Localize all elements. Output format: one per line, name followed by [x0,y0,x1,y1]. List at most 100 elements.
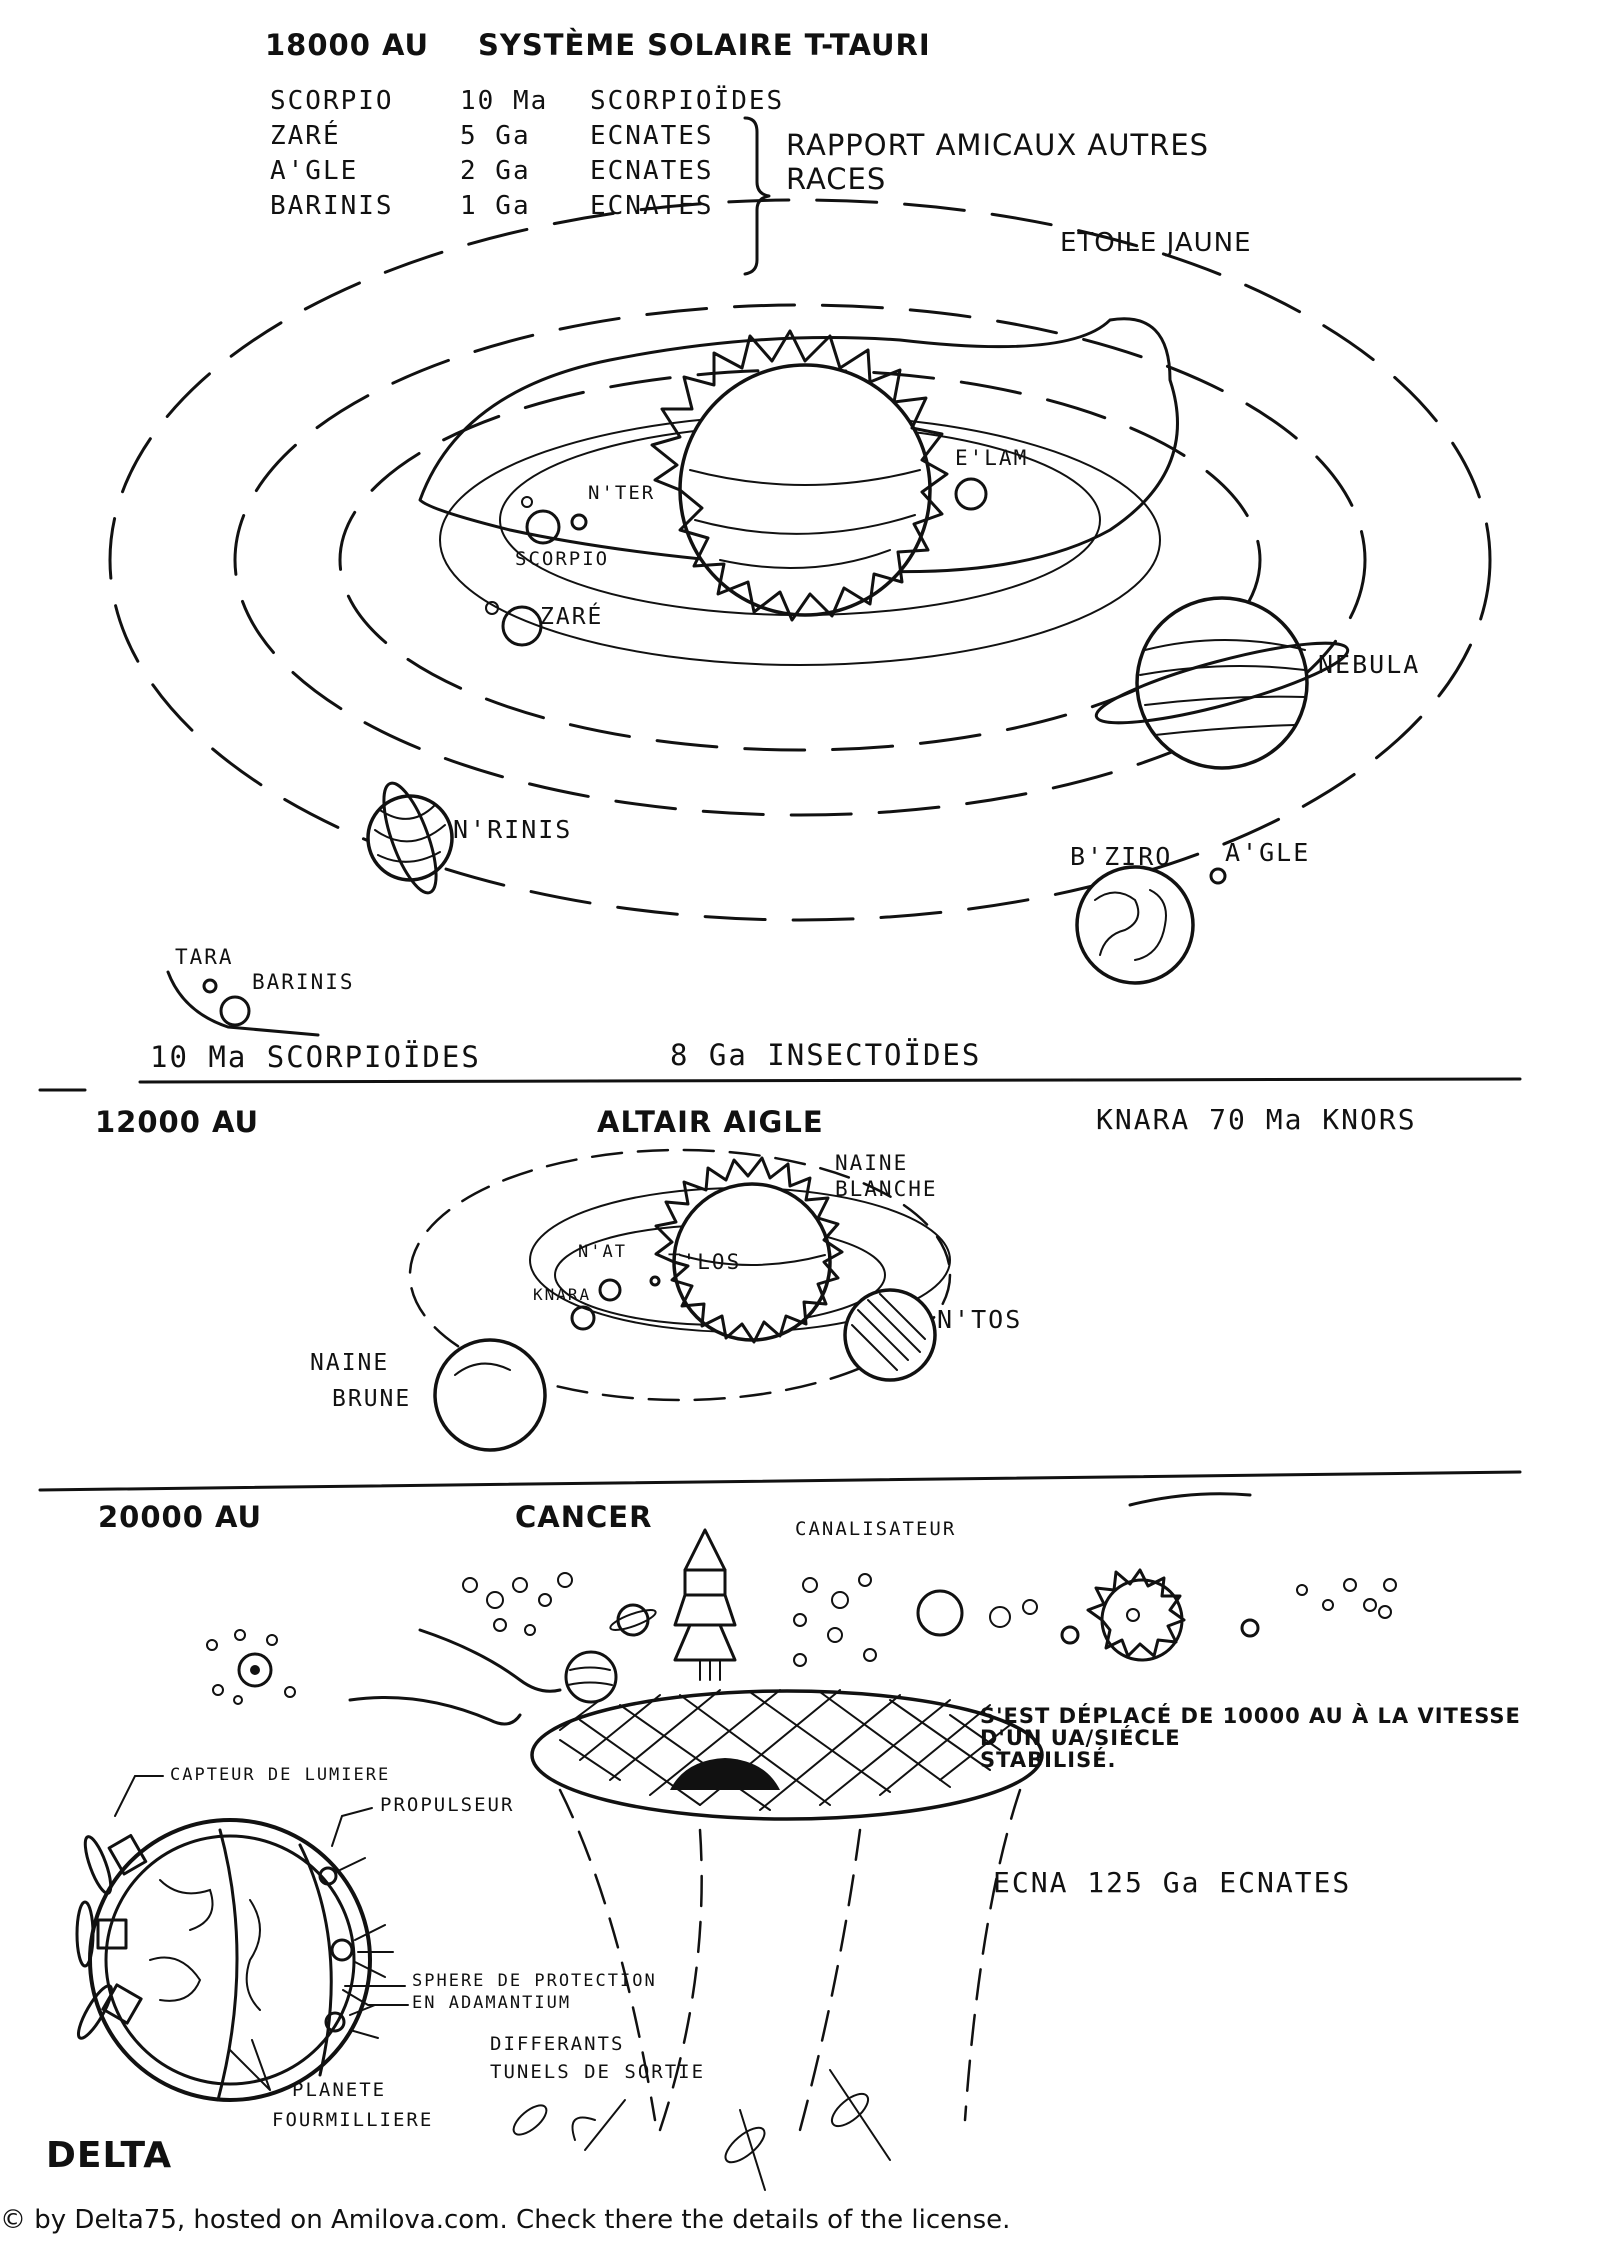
tunnels-label: DIFFERANTS TUNELS DE SORTIE [490,2030,705,2086]
section2-system-title: ALTAIR AIGLE [597,1105,824,1139]
sphere-line-1: SPHERE DE PROTECTION [412,1971,657,1991]
planet-nat [570,1305,596,1331]
planet-knara [598,1278,622,1302]
white-dwarf-star [654,1156,844,1344]
moved-line-2: D'UN UA/SIÉCLE [980,1726,1181,1750]
moved-line-1: S'EST DÉPLACÉ DE 10000 AU À LA VITESSE [980,1704,1521,1728]
inhabitant-planet: SCORPIO [270,86,394,116]
planet-zare [501,605,543,647]
label-nter: N'TER [588,482,656,504]
white-dwarf-label: NAINE BLANCHE [835,1150,938,1202]
label-scorpio: SCORPIO [515,548,610,570]
planet-barinis [219,995,251,1027]
label-tara: TARA [175,945,234,969]
inhabitant-race: ECNATES [590,191,714,221]
planet-nter [570,513,588,531]
inhabitant-row: A'GLE 2 Ga ECNATES [270,154,784,189]
moon-zare [485,601,499,615]
white-dwarf-line-1: NAINE [835,1151,909,1175]
inhabitant-race: ECNATES [590,156,714,186]
relations-line-2: RACES [786,162,887,196]
orbit-altair-outer [408,1148,952,1402]
inhabitant-planet: ZARÉ [270,121,341,151]
label-elam: E'LAM [955,446,1029,470]
label-tlos: T'LOS [668,1250,742,1274]
signature: DELTA [46,2135,173,2176]
arrow-planete [229,2039,271,2091]
label-propulseur: PROPULSEUR [380,1794,515,1816]
inhabitant-planet: A'GLE [270,156,359,186]
asteroid-disc [418,317,1179,574]
planete-line-2: FOURMILLIERE [272,2109,434,2131]
inhabitant-age: 5 Ga [460,121,531,151]
section1-system-title: SYSTÈME SOLAIRE T-TAURI [478,28,931,62]
brown-dwarf-line-2: BRUNE [332,1386,412,1412]
inhabitant-race: SCORPIOÏDES [590,86,785,116]
inhabitant-row: BARINIS 1 Ga ECNATES [270,189,784,224]
sphere-label: SPHERE DE PROTECTION EN ADAMANTIUM [412,1970,657,2014]
inhabitant-row: SCORPIO 10 Ma SCORPIOÏDES [270,84,784,119]
label-agle: A'GLE [1225,838,1311,867]
label-nat: N'AT [578,1242,627,1262]
planet-bziro [1075,865,1195,985]
planet-ntos [843,1288,937,1382]
black-hole-funnel [512,1689,1044,2191]
brown-dwarf-label: NAINE BRUNE [310,1345,411,1417]
footer-right: 8 Ga INSECTOÏDES [670,1038,982,1072]
arrow-capteur [114,1775,164,1817]
brown-dwarf-line-1: NAINE [310,1350,390,1376]
arrow-sphere [342,1985,409,2006]
label-ntos: N'TOS [937,1305,1023,1334]
ecna-note: ECNA 125 Ga ECNATES [993,1866,1352,1899]
moved-line-3: STABILISÉ. [980,1748,1117,1772]
inhabitant-age: 2 Ga [460,156,531,186]
yellow-star [650,329,949,622]
label-zare: ZARÉ [540,604,604,630]
inhabitant-age: 1 Ga [460,191,531,221]
moved-note: S'EST DÉPLACÉ DE 10000 AU À LA VITESSE D… [980,1705,1521,1771]
brown-dwarf [433,1338,547,1452]
relations-line-1: RAPPORT AMICAUX AUTRES [786,128,1210,162]
label-nebula: NEBULA [1318,650,1421,679]
arrow-propulseur [331,1807,373,1847]
inhabitant-age: 10 Ma [460,86,549,116]
white-dwarf-line-2: BLANCHE [835,1177,938,1201]
canalisateur-ship [673,1528,737,1681]
credit-line: © by Delta75, hosted on Amilova.com. Che… [0,2205,1011,2235]
divider-2 [38,1470,1522,1492]
moon-scorpio [521,496,533,508]
tunnels-line-1: DIFFERANTS [490,2033,625,2055]
planet-elam [954,477,988,511]
brace [743,116,771,276]
planet-tara [202,978,218,994]
label-capteur: CAPTEUR DE LUMIERE [170,1765,391,1785]
planete-label: PLANETE FOURMILLIERE [272,2075,433,2135]
orbit-barinis [166,970,320,1037]
divider-1 [38,1077,1522,1092]
section3-system-title: CANCER [515,1500,653,1534]
relations-note: RAPPORT AMICAUX AUTRES RACES [786,128,1209,196]
section1-distance: 18000 AU [265,28,430,62]
planet-scorpio [525,509,561,545]
label-bziro: B'ZIRO [1070,842,1173,871]
label-nrinis: N'RINIS [453,815,573,844]
cancer-debris [206,1492,1397,1726]
sphere-line-2: EN ADAMANTIUM [412,1993,572,2013]
label-knara: KNARA [533,1285,592,1304]
inhabitant-row: ZARÉ 5 Ga ECNATES [270,119,784,154]
inhabitant-race: ECNATES [590,121,714,151]
planet-agle [1209,867,1227,885]
anthill-planet [75,1818,394,2102]
inhabitant-planet: BARINIS [270,191,394,221]
footer-left: 10 Ma SCORPIOÏDES [150,1040,481,1074]
tunnels-line-2: TUNELS DE SORTIE [490,2061,706,2083]
orbit-outer [233,303,1367,817]
label-barinis: BARINIS [252,970,355,994]
planet-nebula [1094,596,1350,770]
star-label: ETOILE JAUNE [1060,228,1252,258]
planet-tlos [649,1275,661,1287]
section3-distance: 20000 AU [98,1500,263,1534]
label-canalisateur: CANALISATEUR [795,1518,957,1540]
orbit-far [108,198,1492,922]
